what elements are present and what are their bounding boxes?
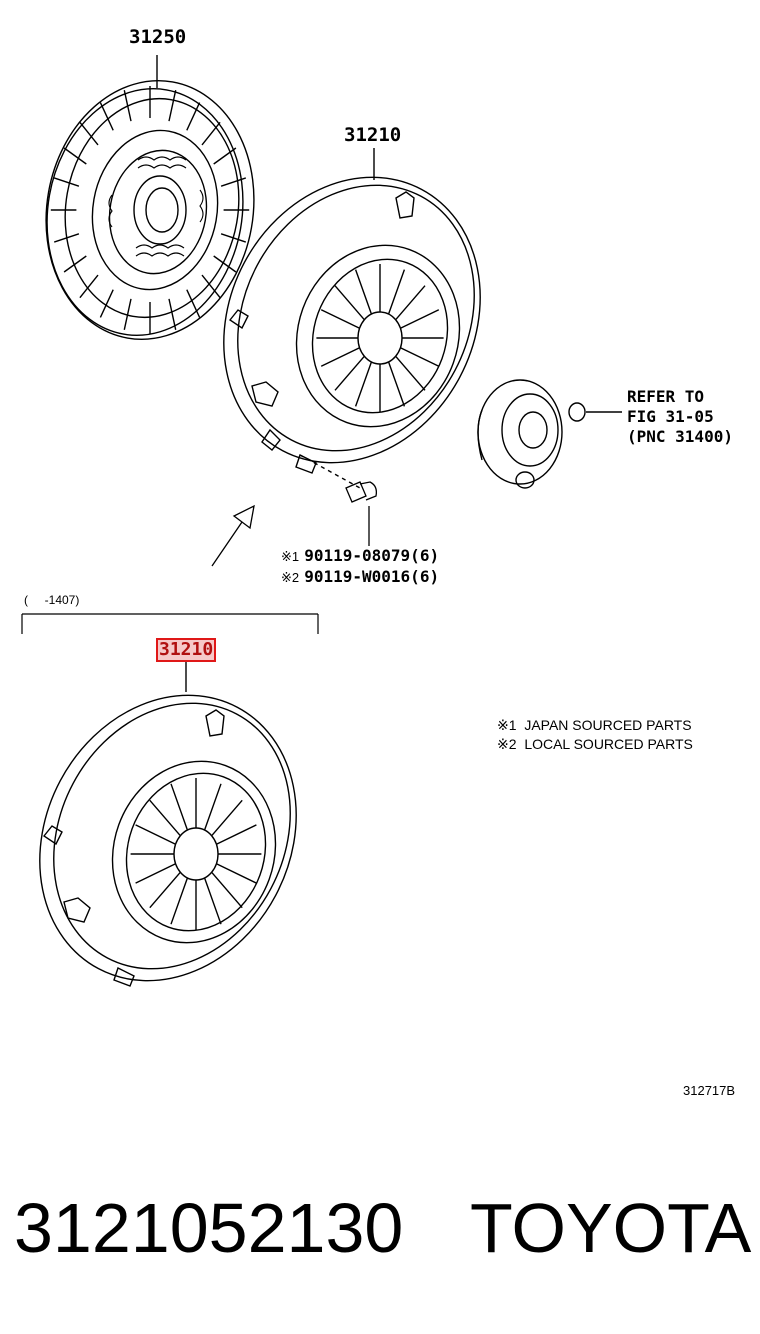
legend-mark-1: ※1	[497, 717, 517, 733]
drawing-stroke	[53, 177, 80, 187]
bolt-drawing	[345, 481, 378, 546]
drawing-stroke	[220, 233, 247, 243]
range-label: ( -1407)	[24, 593, 80, 607]
drawing-stroke	[201, 121, 221, 146]
bolt-part-local: 90119-W0016(6)	[304, 567, 440, 586]
drawing-stroke	[170, 877, 189, 925]
drawing-stroke	[320, 309, 360, 329]
bolt-part-japan: 90119-08079(6)	[304, 546, 440, 565]
drawing-stroke	[63, 255, 87, 273]
drawing-stroke	[334, 355, 365, 391]
drawing-stroke	[99, 289, 114, 318]
drawing-stroke	[203, 783, 222, 831]
legend-text-2: LOCAL SOURCED PARTS	[524, 736, 693, 752]
drawing-stroke	[149, 799, 181, 837]
drawing-stroke	[135, 824, 176, 845]
drawing-stroke	[99, 102, 114, 131]
drawing-stroke	[387, 269, 406, 315]
legend-text-1: JAPAN SOURCED PARTS	[524, 717, 692, 733]
drawing-stroke	[79, 121, 99, 146]
drawing-stroke	[170, 783, 189, 831]
part-number: 3121052130	[14, 1189, 404, 1267]
drawing-stroke	[213, 255, 237, 273]
drawing-stroke	[354, 361, 373, 407]
release-bearing-drawing	[477, 379, 622, 489]
clutch-disc-drawing	[45, 55, 255, 340]
drawing-stroke	[63, 147, 87, 165]
refer-line-1: REFER TO	[627, 387, 705, 406]
local-mark: ※2	[281, 570, 300, 585]
drawing-stroke	[211, 799, 243, 837]
direction-arrow	[211, 504, 255, 567]
legend-item-1: ※1 JAPAN SOURCED PARTS	[497, 717, 692, 734]
drawing-stroke	[135, 863, 176, 884]
drawing-stroke	[220, 177, 247, 187]
drawing-stroke	[400, 347, 440, 367]
drawing-stroke	[168, 90, 177, 122]
bolt-line-2: ※2 90119-W0016(6)	[281, 567, 439, 586]
legend-mark-2: ※2	[497, 736, 517, 752]
drawing-stroke	[79, 274, 99, 299]
range-bracket	[21, 613, 319, 634]
refer-line-2: FIG 31-05	[627, 407, 714, 426]
drawing-stroke	[168, 298, 177, 330]
clutch-cover-bottom-drawing	[39, 658, 297, 987]
drawing-stroke	[53, 233, 80, 243]
drawing-stroke	[395, 355, 426, 391]
drawing-stroke	[334, 285, 365, 321]
drawing-stroke	[123, 90, 132, 122]
drawing-stroke	[387, 361, 406, 407]
drawing-stroke	[216, 824, 257, 845]
drawing-stroke	[186, 289, 201, 318]
callout-cover-top: 31210	[344, 124, 402, 146]
brand-name: TOYOTA	[470, 1189, 752, 1267]
drawing-stroke	[395, 285, 426, 321]
figure-id: 312717B	[683, 1083, 736, 1098]
drawing-stroke	[123, 298, 132, 330]
japan-mark: ※1	[281, 549, 300, 564]
drawing-stroke	[186, 102, 201, 131]
callout-cover-bottom-highlighted: 31210	[156, 638, 217, 662]
drawing-stroke	[211, 871, 243, 909]
drawing-stroke	[203, 877, 222, 925]
drawing-stroke	[400, 309, 440, 329]
drawing-stroke	[320, 347, 360, 367]
clutch-cover-top-drawing	[223, 148, 481, 489]
drawing-stroke	[354, 269, 373, 315]
drawing-stroke	[201, 274, 221, 299]
drawing-stroke	[149, 871, 181, 909]
legend-item-2: ※2 LOCAL SOURCED PARTS	[497, 736, 693, 753]
drawing-stroke	[216, 863, 257, 884]
bolt-line-1: ※1 90119-08079(6)	[281, 546, 439, 565]
refer-line-3: (PNC 31400)	[627, 427, 733, 446]
drawing-stroke	[213, 147, 237, 165]
callout-disc: 31250	[129, 26, 187, 48]
